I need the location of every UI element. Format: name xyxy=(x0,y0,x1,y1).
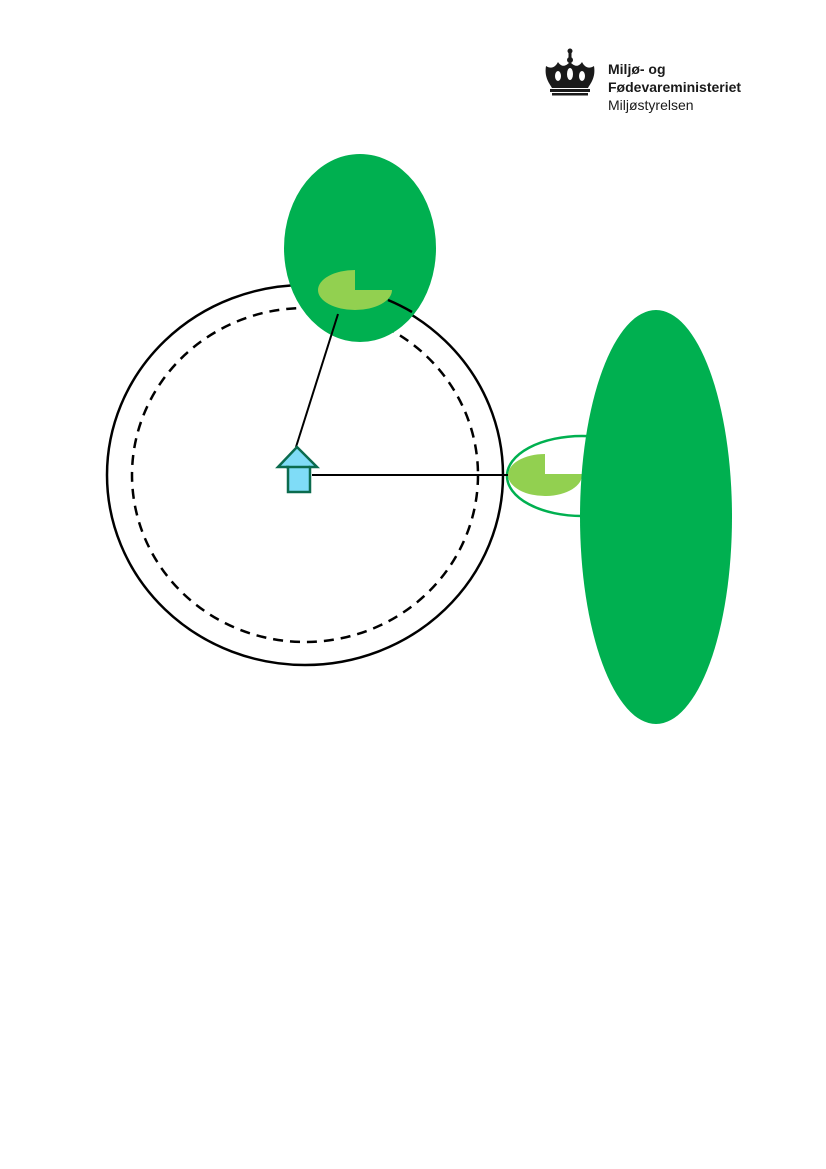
logo-line-3: Miljøstyrelsen xyxy=(608,97,694,113)
logo-text: Miljø- og Fødevareministeriet Miljøstyre… xyxy=(608,60,741,114)
tree-top-outer-arc xyxy=(387,298,413,314)
tree-right-crown xyxy=(508,454,583,497)
tree-top-crown xyxy=(318,270,392,310)
building-arrow-icon xyxy=(275,445,321,494)
tree-top xyxy=(284,154,436,342)
logo-line-2: Fødevareministeriet xyxy=(608,79,742,95)
crown-icon xyxy=(545,48,595,96)
distance-line-top xyxy=(295,313,339,448)
tree-right xyxy=(580,310,732,724)
logo-line-1: Miljø- og xyxy=(608,61,666,77)
ministry-logo: Miljø- og Fødevareministeriet Miljøstyre… xyxy=(540,48,780,118)
